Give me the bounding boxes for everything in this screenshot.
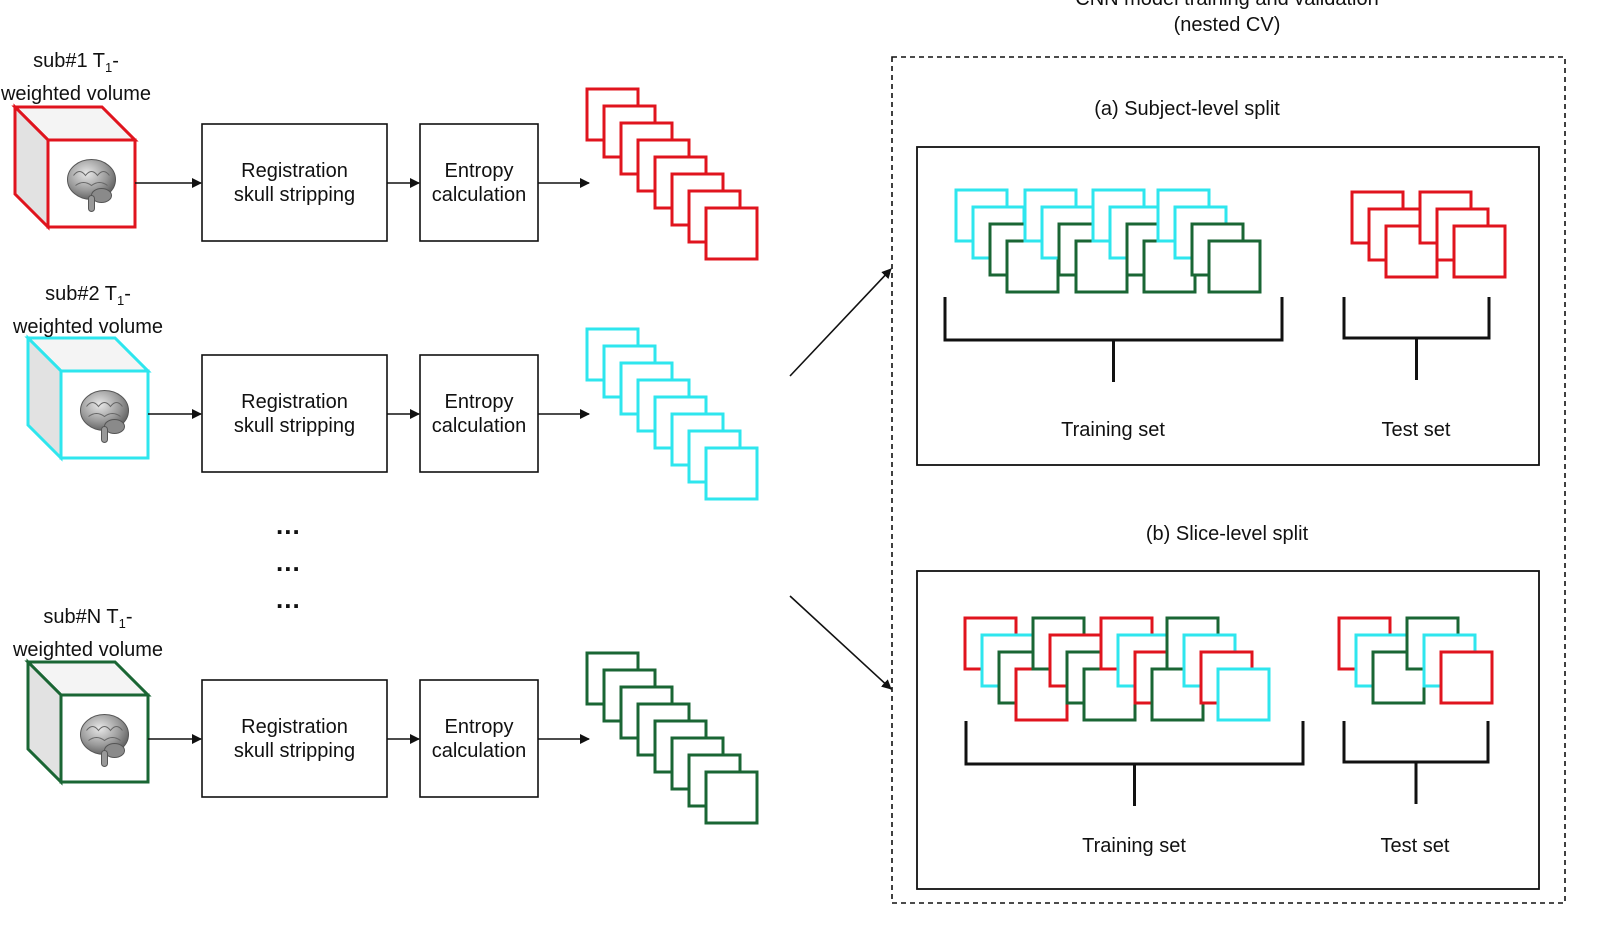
subN-label-subscript: 1 [118, 616, 126, 631]
slice-square [704, 446, 759, 501]
sub2-label: sub#2 T1- weighted volume [12, 281, 164, 340]
sub2-slice-stack [585, 327, 759, 501]
brain-stem [101, 750, 108, 767]
ellipsis-1: ... [276, 510, 301, 540]
sub1-label-b: - [112, 50, 119, 72]
subject-split-training-slices [954, 188, 1262, 294]
registration-box-3: Registration skull stripping [202, 680, 387, 797]
sub2-label-subscript: 1 [117, 293, 125, 308]
brain-folds [86, 726, 123, 742]
brain-folds [73, 171, 110, 187]
subN-slice-stack [585, 651, 759, 825]
entropy-line2: calculation [431, 739, 527, 762]
slice-square [1384, 224, 1439, 279]
subject-split-test-bracket [1342, 297, 1491, 380]
subject-split-test-slices [1350, 190, 1507, 279]
sub1-cube [11, 103, 139, 231]
slice-square [1074, 239, 1129, 294]
sub1-label-subscript: 1 [105, 60, 113, 75]
registration-line1: Registration [241, 715, 348, 738]
split-a-test-label: Test set [1381, 419, 1451, 441]
ellipsis-2: ... [276, 547, 301, 577]
sub1-label-a: sub#1 T [33, 50, 105, 72]
sub1-label: sub#1 T1- weighted volume [0, 48, 152, 107]
arrow-to-subject-split [789, 268, 892, 377]
split-b-title: (b) Slice-level split [1145, 523, 1309, 545]
arrow-to-slice-split [789, 595, 892, 690]
brain-stem [101, 426, 108, 443]
ellipsis-3: ... [276, 584, 301, 614]
registration-line1: Registration [241, 159, 348, 182]
slice-square [704, 770, 759, 825]
entropy-line1: Entropy [444, 390, 514, 413]
slice-split-box [916, 570, 1540, 890]
subN-label-b: - [125, 606, 133, 628]
sub1-slice-stack [585, 87, 759, 261]
panel-title: CNN model training and validation (neste… [1040, 0, 1414, 38]
entropy-line1: Entropy [444, 159, 514, 182]
slice-split-test-slices [1337, 616, 1494, 705]
slice-square [1452, 224, 1507, 279]
split-a-training-label: Training set [1061, 419, 1165, 441]
panel-title-line2: (nested CV) [1173, 14, 1281, 36]
brain-stem [88, 195, 95, 212]
slice-square [1207, 239, 1262, 294]
subN-label-a: sub#N T [43, 606, 119, 628]
subN-label: sub#N T1- weighted volume [12, 604, 164, 663]
sub2-label-c: weighted volume [12, 316, 164, 338]
registration-line1: Registration [241, 390, 348, 413]
subN-cube [24, 658, 152, 786]
registration-box-1: Registration skull stripping [202, 124, 387, 241]
entropy-box-2: Entropy calculation [420, 355, 538, 472]
registration-line2: skull stripping [233, 414, 356, 437]
registration-line2: skull stripping [233, 183, 356, 206]
entropy-box-3: Entropy calculation [420, 680, 538, 797]
registration-box-2: Registration skull stripping [202, 355, 387, 472]
entropy-line1: Entropy [444, 715, 514, 738]
registration-line2: skull stripping [233, 739, 356, 762]
brain-icon [67, 159, 116, 212]
slice-split-test-bracket [1342, 721, 1490, 804]
subject-split-training-bracket [943, 297, 1284, 382]
subject-split-box [916, 146, 1540, 466]
sub2-cube [24, 334, 152, 462]
slice-square [1216, 667, 1271, 722]
subN-label-c: weighted volume [12, 639, 164, 661]
brain-icon [80, 714, 129, 767]
split-a-title: (a) Subject-level split [1094, 98, 1280, 120]
slice-square [704, 206, 759, 261]
brain-folds [86, 402, 123, 418]
slice-square [1439, 650, 1494, 705]
slice-split-training-slices [963, 616, 1271, 722]
entropy-line2: calculation [431, 414, 527, 437]
sub2-label-b: - [124, 283, 131, 305]
sub1-label-c: weighted volume [0, 83, 152, 105]
nested-cv-panel [891, 56, 1566, 904]
sub2-label-a: sub#2 T [45, 283, 117, 305]
entropy-line2: calculation [431, 183, 527, 206]
split-b-training-label: Training set [1082, 835, 1186, 857]
split-b-test-label: Test set [1380, 835, 1450, 857]
brain-icon [80, 390, 129, 443]
entropy-box-1: Entropy calculation [420, 124, 538, 241]
panel-title-line1: CNN model training and validation [1075, 0, 1379, 10]
slice-split-training-bracket [964, 721, 1305, 806]
